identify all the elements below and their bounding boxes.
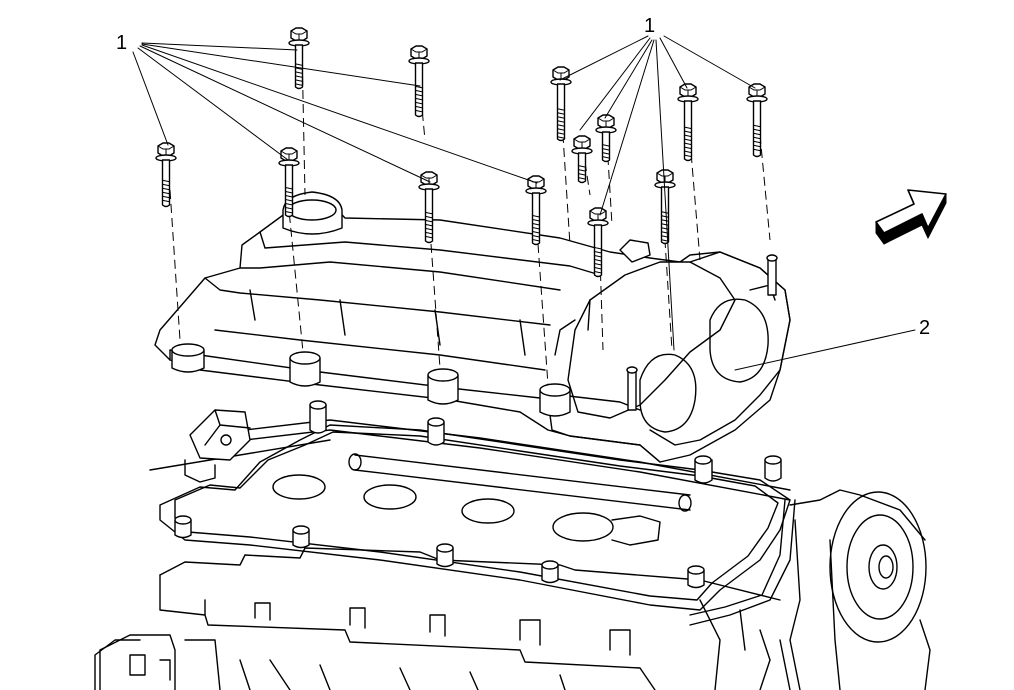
- sensor: [184, 409, 251, 483]
- bolt: [155, 142, 177, 208]
- camshaft-cover: [154, 191, 791, 463]
- engine-block: [94, 547, 781, 690]
- bolt: [288, 27, 310, 90]
- wiring-harness: [244, 419, 796, 626]
- bolt: [654, 169, 676, 245]
- callout-1-left: 1: [116, 32, 128, 54]
- cover-gasket: [149, 424, 791, 611]
- bolt: [408, 45, 430, 118]
- bolt: [746, 83, 768, 158]
- studs: [626, 254, 778, 411]
- direction-arrow: [875, 189, 947, 245]
- bolt: [571, 135, 593, 184]
- bolt: [587, 207, 609, 278]
- leader-lines: [132, 35, 916, 371]
- bolt: [677, 83, 699, 162]
- bolt-alignment-lines: [169, 47, 771, 386]
- front-pulley-assembly: [699, 489, 931, 690]
- bolt: [595, 114, 617, 163]
- bolt: [550, 66, 572, 142]
- cover-bolt-bosses: [171, 343, 571, 417]
- dowel-posts: [174, 400, 782, 589]
- bolt: [278, 147, 300, 218]
- callout-2: 2: [919, 317, 931, 339]
- callout-1-right: 1: [644, 15, 656, 37]
